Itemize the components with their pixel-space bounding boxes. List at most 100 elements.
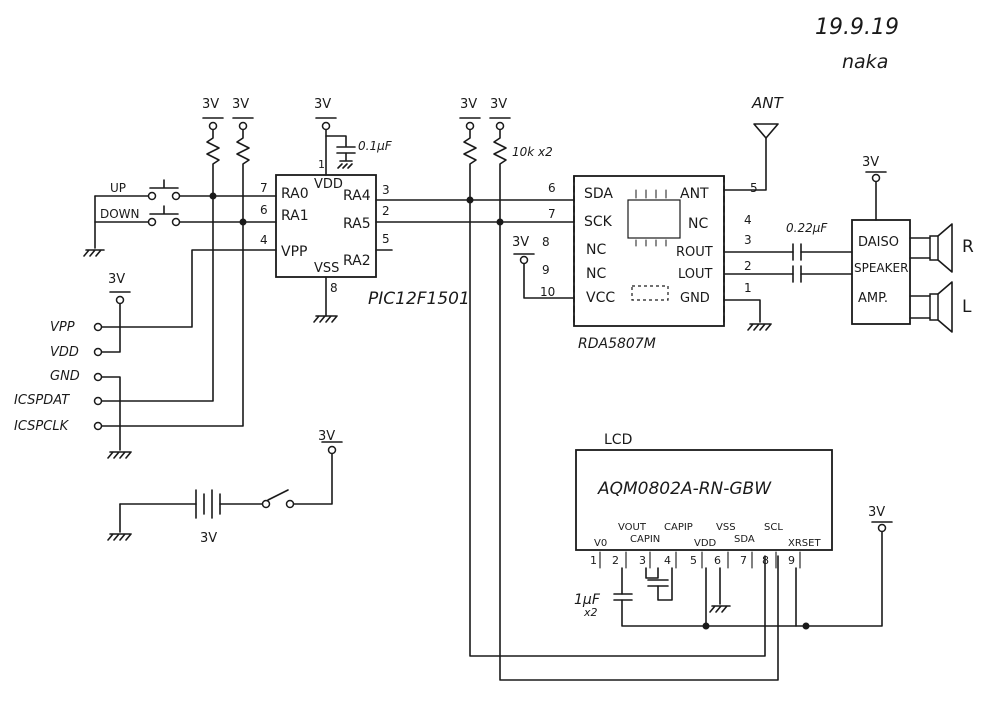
icsp-vdd-label: VDD [50, 345, 79, 360]
radio-pin-lout-label: LOUT [678, 267, 713, 282]
lcd-cap-count-label: x2 [583, 606, 598, 619]
radio-pin-gnd-label: GND [680, 291, 710, 306]
pic-pin-vss-label: VSS [314, 261, 339, 276]
lcd-pinnum-8: 8 [762, 554, 769, 567]
amp-label-line2: SPEAKER [854, 261, 908, 275]
pic-pin-vdd-label: VDD [314, 177, 343, 192]
pic-supply: 3V 0.1μF [314, 97, 393, 169]
radio-pin-vcc-label: VCC [586, 290, 615, 306]
speaker-left-label: L [962, 297, 972, 317]
icsp-gnd-label: GND [50, 369, 80, 384]
pullup-sda-supply-label: 3V [460, 97, 477, 112]
pic-pinnum-ra0: 7 [260, 181, 268, 195]
icsp-clk-label: ICSPCLK [14, 419, 70, 434]
lcd-label-vss: VSS [716, 522, 736, 533]
lcd-cap-value-label: 1μF [574, 592, 601, 608]
pic-pinnum-vss: 8 [330, 281, 338, 295]
pic-pin-ra0-label: RA0 [281, 186, 309, 202]
radio-pin-nc3-label: NC [688, 216, 708, 232]
radio-pinnum-2: 2 [744, 259, 752, 273]
lcd-title-label: LCD [604, 432, 632, 448]
lcd-label-xrset: XRSET [788, 538, 821, 549]
coupling-cap-label: 0.22μF [786, 221, 828, 235]
radio-pinnum-5: 5 [750, 181, 758, 195]
lcd-label-capip: CAPIP [664, 522, 693, 533]
audio-coupling: 0.22μF [723, 221, 853, 283]
lcd-pinnum-3: 3 [639, 554, 646, 567]
i2c-pullups: 3V 3V 10k x2 [459, 97, 553, 226]
amp-label-line3: AMP. [858, 291, 888, 306]
pic-pinnum-ra1: 6 [260, 203, 268, 217]
author-label: naka [842, 51, 888, 73]
lcd-pinnum-1: 1 [590, 554, 597, 567]
pic-pinnum-vdd: 1 [318, 158, 325, 171]
lcd-label-capin: CAPIN [630, 534, 660, 545]
lcd-pinnum-7: 7 [740, 554, 747, 567]
up-button: UP [94, 179, 214, 201]
pic-pinnum-vpp: 4 [260, 233, 268, 247]
icsp-dat-label: ICSPDAT [14, 393, 70, 408]
pullup-ra1-supply-label: 3V [232, 97, 249, 112]
i2c-bus [469, 199, 779, 681]
up-button-label: UP [110, 181, 126, 195]
radio-pin-rout-label: ROUT [676, 245, 713, 260]
radio-pinnum-9: 9 [542, 263, 550, 277]
lcd-label-sda: SDA [734, 534, 755, 545]
pic-pin-ra4-label: RA4 [343, 188, 371, 204]
lcd-pinnum-5: 5 [690, 554, 697, 567]
radio-pinnum-6: 6 [548, 181, 556, 195]
speaker-amp: DAISO SPEAKER AMP. 3V R L [851, 155, 974, 333]
radio-pin-ant-label: ANT [680, 186, 709, 202]
radio-supply-label: 3V [512, 235, 529, 250]
pullup-ra0-supply-label: 3V [202, 97, 219, 112]
radio-pin-nc2-label: NC [586, 266, 606, 282]
pic-supply-label: 3V [314, 97, 331, 112]
amp-label-line1: DAISO [858, 235, 899, 250]
radio-pin-sck-label: SCK [584, 214, 613, 230]
lcd-part-label: AQM0802A-RN-GBW [597, 479, 772, 499]
pullup-value-label: 10k x2 [512, 145, 553, 159]
lcd-label-v0: V0 [594, 538, 607, 549]
pic-microcontroller: VDD VSS RA0 RA1 VPP RA4 RA5 RA2 1 8 7 6 … [260, 125, 501, 317]
battery-supply-label: 3V [318, 429, 335, 444]
pic-pinnum-ra5: 2 [382, 204, 390, 218]
lcd-label-vout: VOUT [618, 522, 647, 533]
pic-pin-ra2-label: RA2 [343, 253, 371, 269]
pic-pinnum-ra2: 5 [382, 232, 390, 246]
radio-pinnum-3: 3 [744, 233, 752, 247]
down-button-label: DOWN [100, 207, 140, 221]
radio-pinnum-10: 10 [540, 285, 555, 299]
pic-pin-ra1-label: RA1 [281, 208, 309, 224]
amp-body [851, 219, 911, 325]
lcd-label-scl: SCL [764, 522, 783, 533]
pic-pin-vpp-label: VPP [281, 244, 307, 260]
date-label: 19.9.19 [815, 15, 899, 40]
amp-supply-label: 3V [862, 155, 879, 170]
pic-pinnum-ra4: 3 [382, 183, 390, 197]
lcd-module: LCD AQM0802A-RN-GBW VOUT CAPIP VSS SCL V… [574, 432, 893, 630]
lcd-pinnum-4: 4 [664, 554, 671, 567]
radio-part-label: RDA5807M [578, 336, 656, 352]
lcd-pinnum-6: 6 [714, 554, 721, 567]
icsp-vpp-label: VPP [50, 320, 75, 335]
radio-pinnum-1: 1 [744, 281, 752, 295]
lcd-supply-label: 3V [868, 505, 885, 520]
radio-pinnum-7: 7 [548, 207, 556, 221]
icsp-supply-label: 3V [108, 272, 125, 287]
lcd-label-vdd: VDD [694, 538, 717, 549]
button-pullups: 3V 3V [202, 97, 277, 226]
radio-pinnum-4: 4 [744, 213, 752, 227]
lcd-pinnum-9: 9 [788, 554, 795, 567]
radio-pin-sda-label: SDA [584, 186, 613, 202]
pic-pin-ra5-label: RA5 [343, 216, 371, 232]
pullup-scl-supply-label: 3V [490, 97, 507, 112]
lcd-pinnum-2: 2 [612, 554, 619, 567]
battery-circuit: 3V 3V [107, 429, 343, 546]
radio-module: 6 7 8 9 10 SDA SCK NC NC VCC ANT NC ROUT… [512, 94, 784, 352]
down-button: DOWN [83, 195, 244, 257]
icsp-header: 3V VPP VDD GND ICSPDAT ICSPCLK [14, 195, 277, 459]
speaker-right-label: R [962, 237, 974, 257]
bypass-cap-label: 0.1μF [358, 139, 393, 153]
